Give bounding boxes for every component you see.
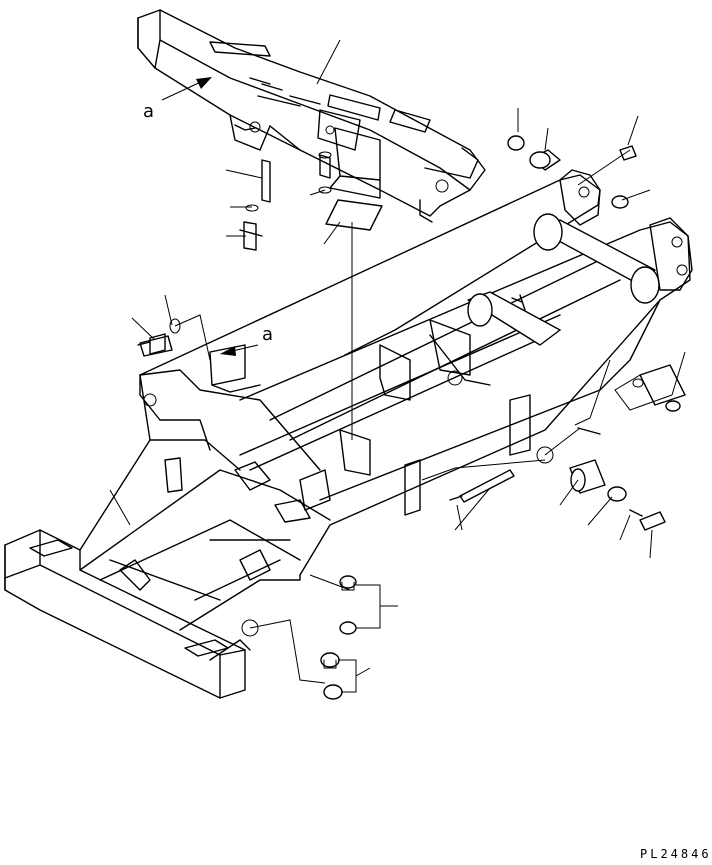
drawing-code: PL24846: [640, 847, 712, 861]
lower-mount-parts: [320, 575, 357, 700]
main-frame: [139, 169, 693, 576]
view-label-a-middle: a: [262, 324, 273, 345]
view-arrow-top: [161, 77, 212, 101]
mounting-bracket: [137, 318, 261, 393]
upper-cross-member: [137, 9, 486, 223]
cross-member-hardware: [239, 151, 383, 251]
leader-lines: [109, 39, 686, 693]
view-label-a-top: a: [143, 101, 154, 122]
view-arrow-middle: [220, 344, 259, 356]
front-frame: [4, 369, 331, 699]
loose-parts-right: [139, 135, 686, 531]
